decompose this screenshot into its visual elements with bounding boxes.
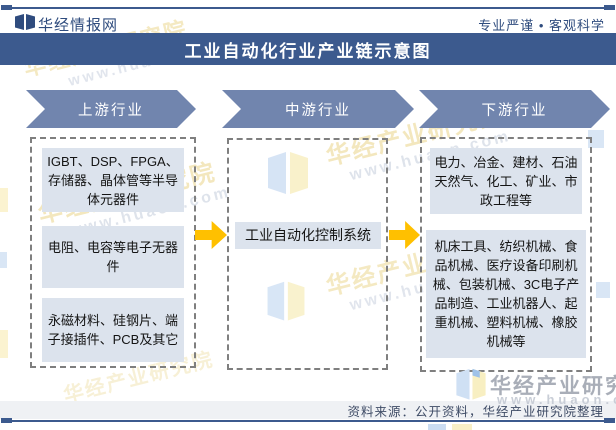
bottom-rule-right-cap	[604, 418, 615, 423]
banner-downstream: 下游行业	[419, 90, 610, 128]
decor-square	[596, 282, 610, 298]
watermark-url: www.huaon.com	[497, 392, 616, 407]
watermark-book-icon	[452, 365, 490, 405]
decor-square	[0, 252, 7, 268]
bottom-rule	[10, 420, 606, 422]
banner-downstream-label: 下游行业	[481, 102, 548, 119]
top-rule	[10, 7, 606, 9]
source-strip: 资料来源：公开资料，华经产业研究院整理	[0, 401, 616, 419]
top-rule-left-cap	[1, 5, 12, 10]
midstream-container	[227, 138, 388, 370]
watermark-brand: 华经产业研究院	[490, 375, 616, 398]
upstream-box-passive-components: 电阻、电容等电子无器件	[42, 226, 184, 288]
upstream-container	[30, 137, 196, 368]
decor-square	[0, 188, 8, 212]
title-bar: 工业自动化行业产业链示意图	[0, 33, 616, 65]
banner-midstream-label: 中游行业	[285, 102, 351, 119]
banner-midstream: 中游行业	[222, 90, 414, 128]
upstream-box-materials: 永磁材料、硅钢片、端子接插件、PCB及其它	[42, 298, 184, 362]
decor-square	[588, 130, 604, 148]
bottom-rule-left-cap	[1, 418, 12, 423]
midstream-box-control-system: 工业自动化控制系统	[235, 222, 381, 249]
upstream-box-semiconductors: IGBT、DSP、FPGA、存储器、晶体管等半导体元器件	[42, 148, 184, 212]
banner-upstream: 上游行业	[26, 90, 196, 128]
arrow-upstream-to-midstream-icon	[195, 221, 227, 249]
decor-square	[428, 424, 446, 430]
decor-square	[452, 424, 472, 430]
downstream-container	[420, 137, 592, 372]
arrow-midstream-to-downstream-icon	[389, 221, 420, 249]
banner-upstream-label: 上游行业	[78, 102, 144, 119]
source-note: 资料来源：公开资料，华经产业研究院整理	[347, 404, 604, 419]
site-header: 华经情报网 专业严谨 • 客观科学	[0, 10, 616, 36]
site-brand: 华经情报网	[38, 17, 119, 34]
site-slogan: 专业严谨 • 客观科学	[478, 18, 605, 33]
top-rule-right-cap	[604, 5, 615, 10]
downstream-box-heavy-industries: 电力、冶金、建材、石油天然气、化工、矿业、市政工程等	[430, 148, 582, 214]
page-title: 工业自动化行业产业链示意图	[184, 41, 432, 61]
book-logo-icon	[14, 12, 36, 32]
downstream-box-machinery: 机床工具、纺织机械、食品机械、医疗设备印刷机械、包装机械、3C电子产品制造、工业…	[426, 230, 586, 358]
decor-square	[0, 330, 8, 358]
